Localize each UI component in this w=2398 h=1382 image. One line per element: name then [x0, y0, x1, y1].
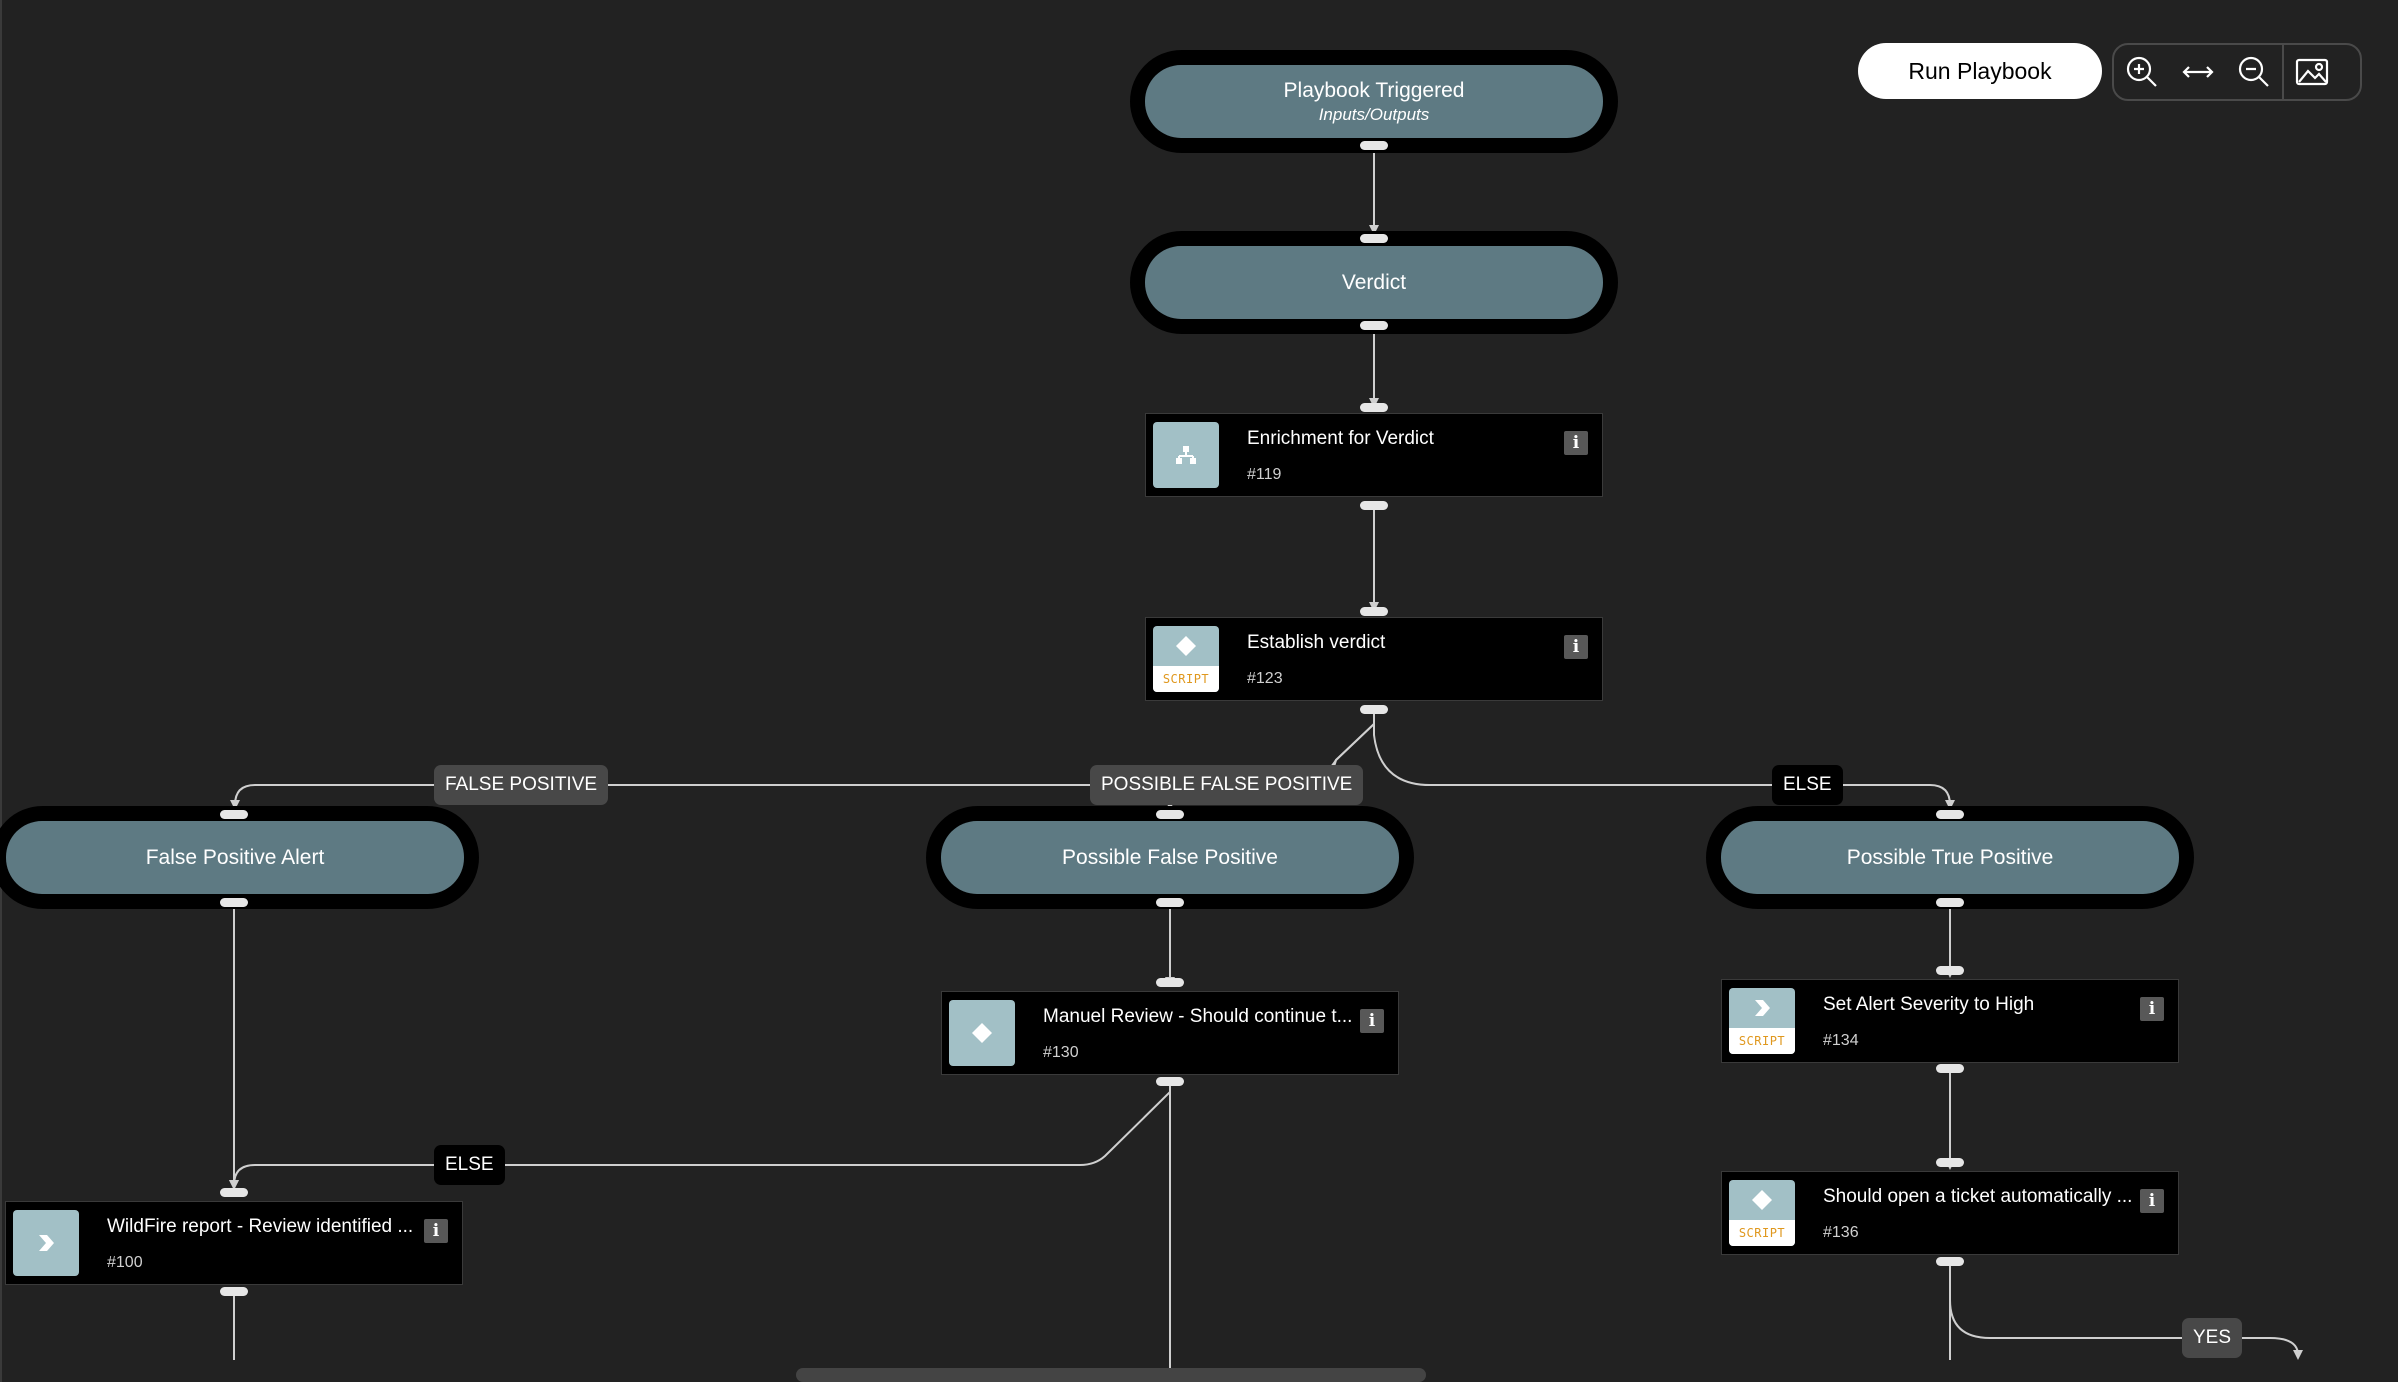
inputs-outputs-link[interactable]: Inputs/Outputs	[1318, 104, 1430, 124]
output-port[interactable]	[220, 898, 248, 907]
input-port[interactable]	[1936, 810, 1964, 819]
script-badge: SCRIPT	[1153, 666, 1219, 692]
output-port[interactable]	[1360, 321, 1388, 330]
script-badge: SCRIPT	[1729, 1220, 1795, 1246]
input-port[interactable]	[1360, 234, 1388, 243]
section-pill: Possible False Positive	[941, 821, 1399, 894]
output-port[interactable]	[1360, 141, 1388, 150]
section-title: Possible False Positive	[1062, 845, 1278, 869]
canvas-toolbar	[2112, 43, 2362, 101]
edge-label-else: ELSE	[1772, 765, 1843, 805]
task-manuel-review[interactable]: Manuel Review - Should continue t... #13…	[941, 991, 1399, 1075]
info-icon[interactable]: i	[2140, 1189, 2164, 1213]
edge-label-possible-false-positive: POSSIBLE FALSE POSITIVE	[1090, 765, 1364, 805]
task-wildfire-report[interactable]: WildFire report - Review identified ... …	[5, 1201, 463, 1285]
input-port[interactable]	[1360, 403, 1388, 412]
task-name: WildFire report - Review identified ...	[107, 1216, 414, 1237]
output-port[interactable]	[1360, 501, 1388, 510]
task-id: #130	[1043, 1044, 1079, 1061]
section-pill: Playbook Triggered Inputs/Outputs	[1145, 65, 1603, 138]
info-icon[interactable]: i	[1360, 1009, 1384, 1033]
sub-playbook-icon	[1153, 422, 1219, 488]
info-icon[interactable]: i	[1564, 431, 1588, 455]
task-id: #134	[1823, 1032, 1859, 1049]
section-title: False Positive Alert	[145, 845, 325, 869]
action-script-icon: SCRIPT	[1729, 988, 1795, 1054]
task-enrichment-for-verdict[interactable]: Enrichment for Verdict #119 i	[1145, 413, 1603, 497]
section-false-positive-alert[interactable]: False Positive Alert	[0, 806, 479, 909]
horizontal-scrollbar[interactable]	[796, 1368, 1426, 1382]
task-name: Set Alert Severity to High	[1823, 994, 2035, 1015]
input-port[interactable]	[1360, 607, 1388, 616]
task-name: Establish verdict	[1247, 632, 1386, 653]
task-name: Should open a ticket automatically ...	[1823, 1186, 2133, 1207]
task-name: Enrichment for Verdict	[1247, 428, 1434, 449]
edge-establish-true-positive	[1373, 714, 1955, 810]
output-port[interactable]	[1936, 898, 1964, 907]
action-icon	[13, 1210, 79, 1276]
edge-label-yes: YES	[2182, 1318, 2243, 1358]
export-image-icon[interactable]	[2282, 45, 2340, 99]
edge-label-false-positive: FALSE POSITIVE	[434, 765, 609, 805]
task-name: Manuel Review - Should continue t...	[1043, 1006, 1353, 1027]
section-pill: False Positive Alert	[6, 821, 464, 894]
input-port[interactable]	[1156, 810, 1184, 819]
section-possible-true-positive[interactable]: Possible True Positive	[1706, 806, 2194, 909]
output-port[interactable]	[220, 1287, 248, 1296]
task-id: #123	[1247, 670, 1283, 687]
output-port[interactable]	[1936, 1257, 1964, 1266]
fit-width-icon[interactable]	[2170, 45, 2226, 99]
info-icon[interactable]: i	[1564, 635, 1588, 659]
condition-script-icon: SCRIPT	[1153, 626, 1219, 692]
condition-script-icon: SCRIPT	[1729, 1180, 1795, 1246]
section-title: Playbook Triggered	[1283, 78, 1465, 102]
condition-icon	[949, 1000, 1015, 1066]
info-icon[interactable]: i	[424, 1219, 448, 1243]
edge-label-else: ELSE	[434, 1145, 505, 1185]
section-verdict[interactable]: Verdict	[1130, 231, 1618, 334]
section-pill: Possible True Positive	[1721, 821, 2179, 894]
task-id: #100	[107, 1254, 143, 1271]
info-icon[interactable]: i	[2140, 997, 2164, 1021]
run-playbook-button[interactable]: Run Playbook	[1858, 43, 2102, 99]
input-port[interactable]	[1156, 978, 1184, 987]
section-pill: Verdict	[1145, 246, 1603, 319]
task-set-alert-severity[interactable]: SCRIPT Set Alert Severity to High #134 i	[1721, 979, 2179, 1063]
zoom-out-icon[interactable]	[2226, 45, 2282, 99]
output-port[interactable]	[1156, 898, 1184, 907]
input-port[interactable]	[1936, 1158, 1964, 1167]
task-open-ticket[interactable]: SCRIPT Should open a ticket automaticall…	[1721, 1171, 2179, 1255]
edge-ticket-yes	[1949, 1262, 2303, 1360]
input-port[interactable]	[1936, 966, 1964, 975]
input-port[interactable]	[220, 810, 248, 819]
section-possible-false-positive[interactable]: Possible False Positive	[926, 806, 1414, 909]
canvas-left-border	[0, 0, 2, 1382]
zoom-in-icon[interactable]	[2114, 45, 2170, 99]
input-port[interactable]	[220, 1188, 248, 1197]
task-establish-verdict[interactable]: SCRIPT Establish verdict #123 i	[1145, 617, 1603, 701]
output-port[interactable]	[1360, 705, 1388, 714]
edge-manual-else	[229, 1086, 1171, 1190]
task-id: #119	[1247, 466, 1282, 483]
section-title: Verdict	[1341, 270, 1407, 294]
task-id: #136	[1823, 1224, 1859, 1241]
output-port[interactable]	[1156, 1077, 1184, 1086]
section-title: Possible True Positive	[1846, 845, 2054, 869]
section-playbook-triggered[interactable]: Playbook Triggered Inputs/Outputs	[1130, 50, 1618, 153]
output-port[interactable]	[1936, 1064, 1964, 1073]
script-badge: SCRIPT	[1729, 1028, 1795, 1054]
